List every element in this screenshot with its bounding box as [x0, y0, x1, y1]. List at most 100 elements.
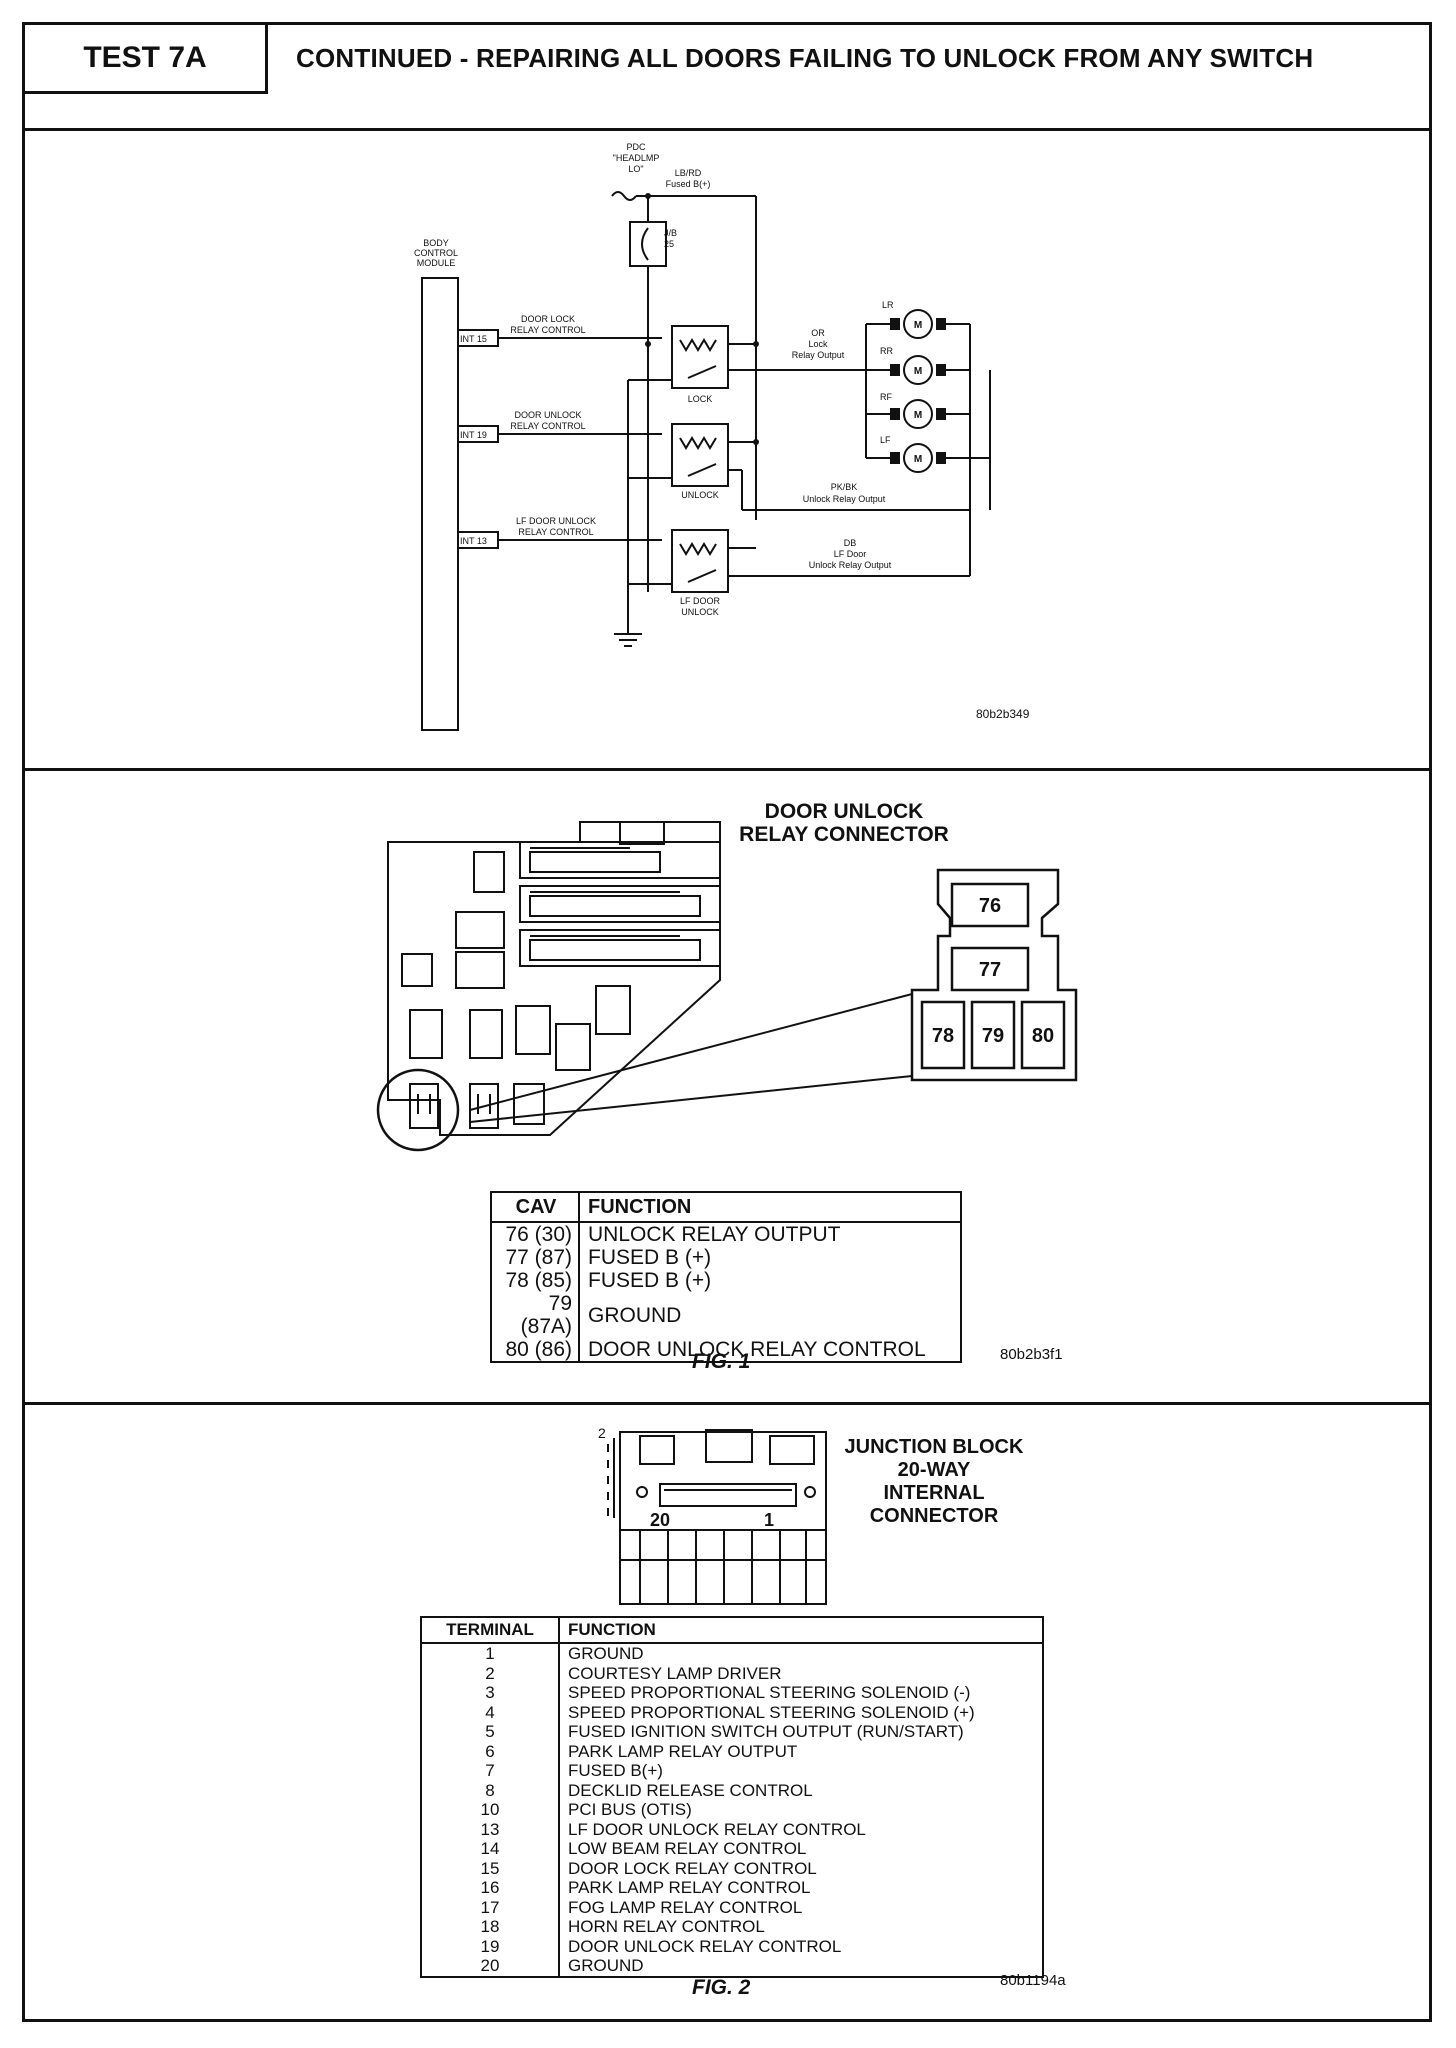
table-row: 76 (30)UNLOCK RELAY OUTPUT: [491, 1222, 961, 1246]
function-cell: LOW BEAM RELAY CONTROL: [568, 1839, 807, 1858]
lf-relay-label: LF DOOR: [680, 596, 721, 606]
body-control-module: [421, 277, 459, 731]
function-cell: DECKLID RELEASE CONTROL: [568, 1780, 813, 1800]
junction-block-title-line: CONNECTOR: [869, 1505, 999, 1527]
motor-symbol: M: [914, 320, 922, 331]
table-row: 79 (87A)GROUND: [491, 1292, 961, 1338]
section-divider-1: [22, 768, 1432, 771]
table-row: 17 FOG LAMP RELAY CONTROL: [421, 1897, 1043, 1917]
function-cell: PARK LAMP RELAY CONTROL: [568, 1878, 811, 1897]
function-cell: HORN RELAY CONTROL: [568, 1917, 765, 1936]
terminal-cell: 16: [421, 1878, 560, 1898]
lf-unlock-control-label: LF DOOR UNLOCK: [516, 516, 596, 526]
motor-label: LF: [880, 435, 891, 445]
pin-20-label: 20: [650, 1510, 670, 1530]
motor-symbol: M: [914, 410, 922, 421]
function-cell: PARK LAMP RELAY OUTPUT: [568, 1741, 798, 1761]
lock-relay-label: LOCK: [688, 394, 713, 404]
motor-label: LR: [882, 300, 894, 310]
lock-control-label: RELAY CONTROL: [510, 325, 585, 335]
terminal-header: TERMINAL: [421, 1617, 560, 1644]
lf-output-label: Unlock Relay Output: [809, 560, 892, 570]
function-cell: FOG LAMP RELAY CONTROL: [568, 1897, 803, 1917]
terminal-cell: 3: [421, 1683, 560, 1703]
fuse-label: J/B: [664, 228, 677, 238]
table-row: 78 (85)FUSED B (+): [491, 1269, 961, 1292]
terminal-cell: 6: [421, 1741, 560, 1761]
table-row: 10 PCI BUS (OTIS): [421, 1800, 1043, 1820]
fig2-caption: FIG. 2: [692, 1976, 751, 1999]
function-cell: FUSED IGNITION SWITCH OUTPUT (RUN/START): [568, 1722, 964, 1741]
function-cell: SPEED PROPORTIONAL STEERING SOLENOID (-): [568, 1683, 971, 1702]
fused-wire-label: Fused B(+): [666, 179, 711, 189]
pin-label: INT 15: [460, 334, 487, 344]
terminal-cell: 17: [421, 1897, 560, 1917]
lf-output-label: LF Door: [834, 549, 867, 559]
cav-cell: 80 (86): [491, 1338, 580, 1362]
connector-title: DOOR UNLOCK RELAY CONNECTOR: [724, 800, 964, 846]
cavity-function-table: CAV FUNCTION 76 (30)UNLOCK RELAY OUTPUT …: [490, 1191, 962, 1363]
function-cell: DOOR UNLOCK RELAY CONTROL: [588, 1338, 926, 1361]
terminal-cell: 18: [421, 1917, 560, 1937]
junction-block-title: JUNCTION BLOCK 20-WAY INTERNAL CONNECTOR: [824, 1436, 1044, 1528]
cavity-76: [950, 882, 1030, 928]
lock-relay: [671, 325, 729, 389]
bcm-label: CONTROL: [414, 248, 458, 258]
table-row: 6 PARK LAMP RELAY OUTPUT: [421, 1741, 1043, 1761]
motor-lf: [903, 443, 933, 473]
cav-cell: 77 (87): [491, 1246, 580, 1269]
terminal-cell: 15: [421, 1858, 560, 1878]
function-cell: UNLOCK RELAY OUTPUT: [588, 1223, 841, 1246]
page-frame: [22, 22, 1432, 2022]
motor-rr: [903, 355, 933, 385]
lf-output-label: DB: [844, 538, 857, 548]
pdc-label: "HEADLMP: [613, 153, 660, 163]
pin-1-label: 1: [764, 1510, 774, 1530]
terminal-cell: 4: [421, 1702, 560, 1722]
fig2-code: 80b1194a: [1000, 1972, 1066, 1989]
highlight-circle: [376, 1068, 460, 1152]
function-cell: PCI BUS (OTIS): [568, 1800, 692, 1819]
cavity-label: 76: [979, 895, 1001, 917]
unlock-relay-label: UNLOCK: [681, 490, 719, 500]
function-cell: FUSED B (+): [588, 1269, 712, 1292]
terminal-cell: 14: [421, 1839, 560, 1859]
cavity-79: [970, 1000, 1016, 1070]
terminal-cell: 19: [421, 1936, 560, 1956]
connector-title-line: DOOR UNLOCK: [764, 800, 924, 823]
cavity-80: [1020, 1000, 1066, 1070]
function-cell: COURTESY LAMP DRIVER: [568, 1663, 782, 1683]
connector-title-line: RELAY CONNECTOR: [739, 823, 949, 846]
header-divider: [22, 128, 1432, 131]
unlock-control-label: RELAY CONTROL: [510, 421, 585, 431]
motor-label: RF: [880, 392, 892, 402]
junction-block-title-line: 20-WAY: [897, 1459, 971, 1481]
test-label: TEST 7A: [83, 41, 207, 74]
table-row: 3 SPEED PROPORTIONAL STEERING SOLENOID (-…: [421, 1683, 1043, 1703]
test-label-box: [22, 22, 268, 94]
function-cell: LF DOOR UNLOCK RELAY CONTROL: [568, 1819, 866, 1839]
unlock-output-label: Unlock Relay Output: [803, 494, 886, 504]
terminal-cell: 7: [421, 1761, 560, 1781]
junction-block-title-line: JUNCTION BLOCK: [844, 1436, 1024, 1458]
cavity-label: 77: [979, 959, 1001, 981]
unlock-relay: [671, 423, 729, 487]
terminal-cell: 10: [421, 1800, 560, 1820]
pin-label: INT 13: [460, 536, 487, 546]
schematic-code: 80b2b349: [976, 707, 1030, 721]
motor-lr: [903, 309, 933, 339]
lock-output-label: OR: [811, 328, 825, 338]
table-header-row: CAV FUNCTION: [491, 1192, 961, 1223]
motor-label: RR: [880, 346, 893, 356]
cavity-77: [950, 946, 1030, 992]
side-number: 2: [598, 1425, 606, 1441]
fig1-code: 80b2b3f1: [1000, 1346, 1063, 1363]
pin-label: INT 19: [460, 430, 487, 440]
page-title: CONTINUED - REPAIRING ALL DOORS FAILING …: [296, 43, 1314, 73]
